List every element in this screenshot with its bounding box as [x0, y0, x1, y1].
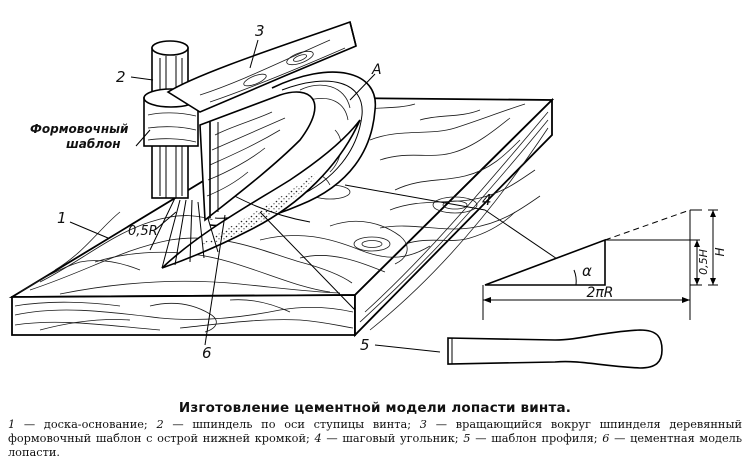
caption-item-3-text: — вращающийся вокруг шпинделя деревянный… — [8, 418, 742, 445]
caption-item-2-text: — шпиндель по оси ступицы винта; — [163, 418, 420, 431]
label-5: 5 — [360, 336, 370, 354]
profile-template — [447, 329, 663, 369]
caption-item-6-text: — цементная модель лопасти. — [8, 432, 742, 459]
callout-leaders — [69, 39, 567, 353]
label-4: 4 — [482, 191, 492, 209]
label-half-height: 0,5H — [697, 249, 710, 275]
caption-item-2-num: 2 — [156, 418, 164, 431]
caption-item-4-text: — шаговый угольник; — [321, 432, 464, 445]
template-label-1: Формовочный — [30, 122, 129, 136]
swept-template-area — [149, 71, 376, 269]
step-square — [482, 209, 718, 320]
label-6: 6 — [202, 344, 212, 362]
caption-body: 1 — доска-основание; 2 — шпиндель по оси… — [8, 418, 742, 460]
caption-item-5-text: — шаблон профиля; — [470, 432, 603, 445]
caption-item-6-num: 6 — [602, 432, 610, 445]
caption-item-3-num: 3 — [419, 418, 427, 431]
label-radius: 0,5R — [128, 224, 158, 239]
label-base: 2πR — [586, 285, 613, 301]
caption-item-5-num: 5 — [463, 432, 471, 445]
label-3: 3 — [255, 22, 265, 40]
label-1: 1 — [57, 209, 67, 227]
caption-item-1-num: 1 — [8, 418, 16, 431]
caption-title: Изготовление цементной модели лопасти ви… — [178, 400, 572, 416]
label-height: H — [713, 247, 727, 256]
template-label-2: шаблон — [66, 137, 121, 151]
spindle — [143, 40, 199, 199]
caption-item-4-num: 4 — [314, 432, 322, 445]
label-2: 2 — [116, 68, 126, 86]
label-A: A — [371, 62, 382, 78]
angle-alpha: α — [582, 262, 592, 280]
rotating-arm — [166, 20, 357, 113]
caption-item-1-text: — доска-основание; — [15, 418, 157, 431]
